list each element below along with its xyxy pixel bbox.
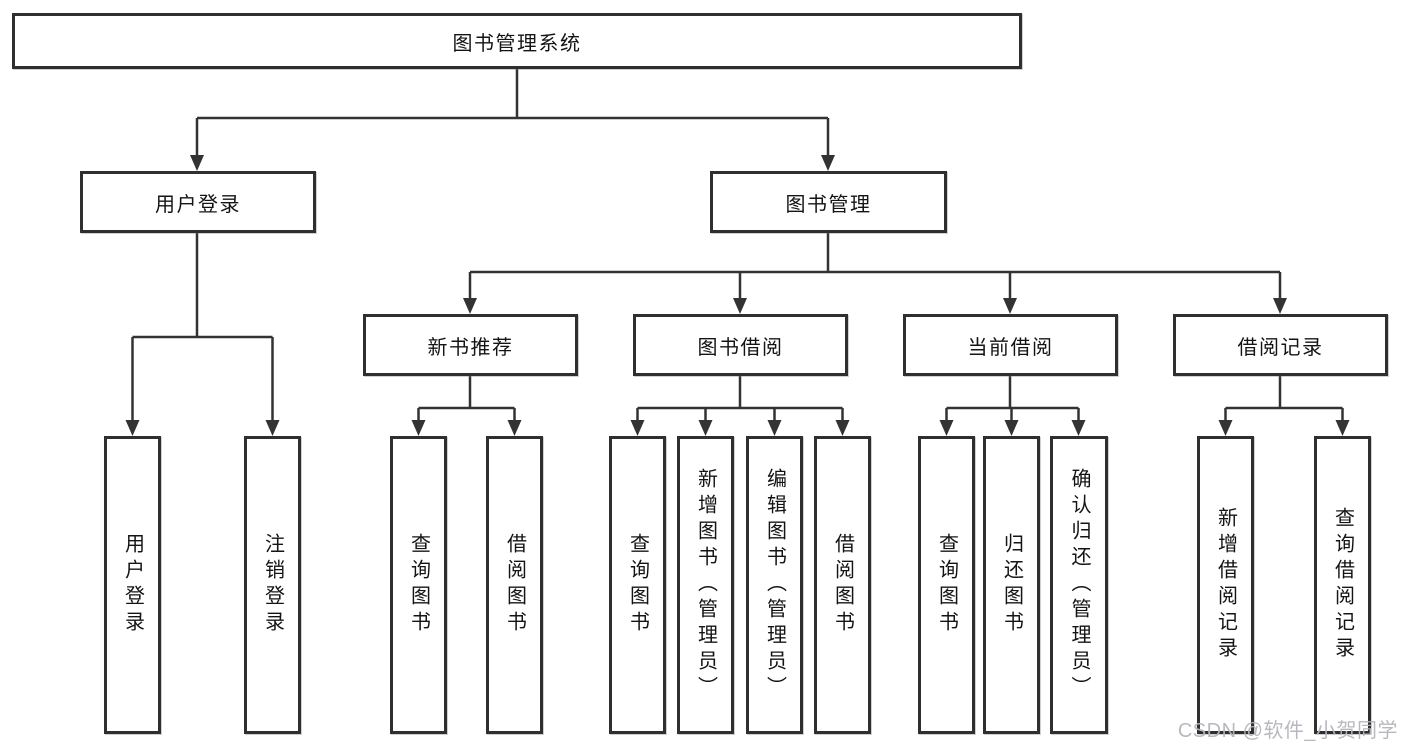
node-book-management: 图书管理 <box>710 171 947 233</box>
tree-book-borrow-children <box>636 376 844 421</box>
leaf-borrow-add-books-admin: 新增图书（管理员） <box>677 436 734 734</box>
tree-book-mgmt-to-level3 <box>468 232 1282 299</box>
leaf-label: 用户登录 <box>121 533 144 637</box>
leaf-label: 新增图书（管理员） <box>694 468 717 702</box>
leaf-current-confirm-return-admin: 确认归还（管理员） <box>1050 436 1108 734</box>
leaf-label: 查询图书 <box>407 533 430 637</box>
leaf-record-query-borrow-record: 查询借阅记录 <box>1314 436 1371 734</box>
node-label: 图书管理系统 <box>452 32 582 55</box>
tree-root-to-level2 <box>195 68 830 156</box>
arrowheads-user-login-children <box>125 420 280 436</box>
leaf-label: 查询借阅记录 <box>1331 507 1354 663</box>
tree-user-login-children <box>131 232 274 421</box>
leaf-newbook-query-books: 查询图书 <box>390 436 447 734</box>
arrowheads-leaves <box>411 420 1350 436</box>
node-label: 当前借阅 <box>967 336 1054 359</box>
tree-borrow-record-children <box>1224 376 1344 421</box>
node-library-management-system: 图书管理系统 <box>12 13 1022 69</box>
node-user-login: 用户登录 <box>80 171 316 233</box>
leaf-newbook-borrow-books: 借阅图书 <box>486 436 543 734</box>
leaf-label: 查询图书 <box>935 533 958 637</box>
tree-new-book-children <box>417 376 516 421</box>
tree-current-borrow-children <box>945 376 1080 421</box>
leaf-borrow-edit-books-admin: 编辑图书（管理员） <box>746 436 803 734</box>
leaf-user-login: 用户登录 <box>104 436 161 734</box>
node-book-borrowing: 图书借阅 <box>633 314 848 376</box>
leaf-label: 借阅图书 <box>831 533 854 637</box>
leaf-label: 归还图书 <box>1000 533 1023 637</box>
node-new-book-recommendation: 新书推荐 <box>363 314 578 376</box>
node-label: 新书推荐 <box>427 336 514 359</box>
node-borrowing-records: 借阅记录 <box>1173 314 1388 376</box>
node-label: 借阅记录 <box>1237 336 1324 359</box>
node-current-borrowing: 当前借阅 <box>903 314 1118 376</box>
leaf-label: 查询图书 <box>626 533 649 637</box>
leaf-label: 新增借阅记录 <box>1214 507 1237 663</box>
leaf-current-query-books: 查询图书 <box>918 436 975 734</box>
leaf-current-return-books: 归还图书 <box>983 436 1040 734</box>
leaf-label: 借阅图书 <box>503 533 526 637</box>
leaf-borrow-borrow-books: 借阅图书 <box>814 436 871 734</box>
node-label: 图书借阅 <box>697 336 784 359</box>
csdn-watermark: CSDN @软件_小贺同学 <box>1177 720 1398 742</box>
node-label: 用户登录 <box>155 193 241 216</box>
leaf-logout: 注销登录 <box>244 436 301 734</box>
arrowheads-level3 <box>463 298 1287 314</box>
node-label: 图书管理 <box>785 193 872 216</box>
leaf-borrow-query-books: 查询图书 <box>609 436 666 734</box>
arrowheads-level2 <box>190 155 835 171</box>
leaf-label: 确认归还（管理员） <box>1068 468 1090 702</box>
leaf-record-add-borrow-record: 新增借阅记录 <box>1197 436 1254 734</box>
leaf-label: 编辑图书（管理员） <box>763 468 786 702</box>
leaf-label: 注销登录 <box>261 533 284 637</box>
